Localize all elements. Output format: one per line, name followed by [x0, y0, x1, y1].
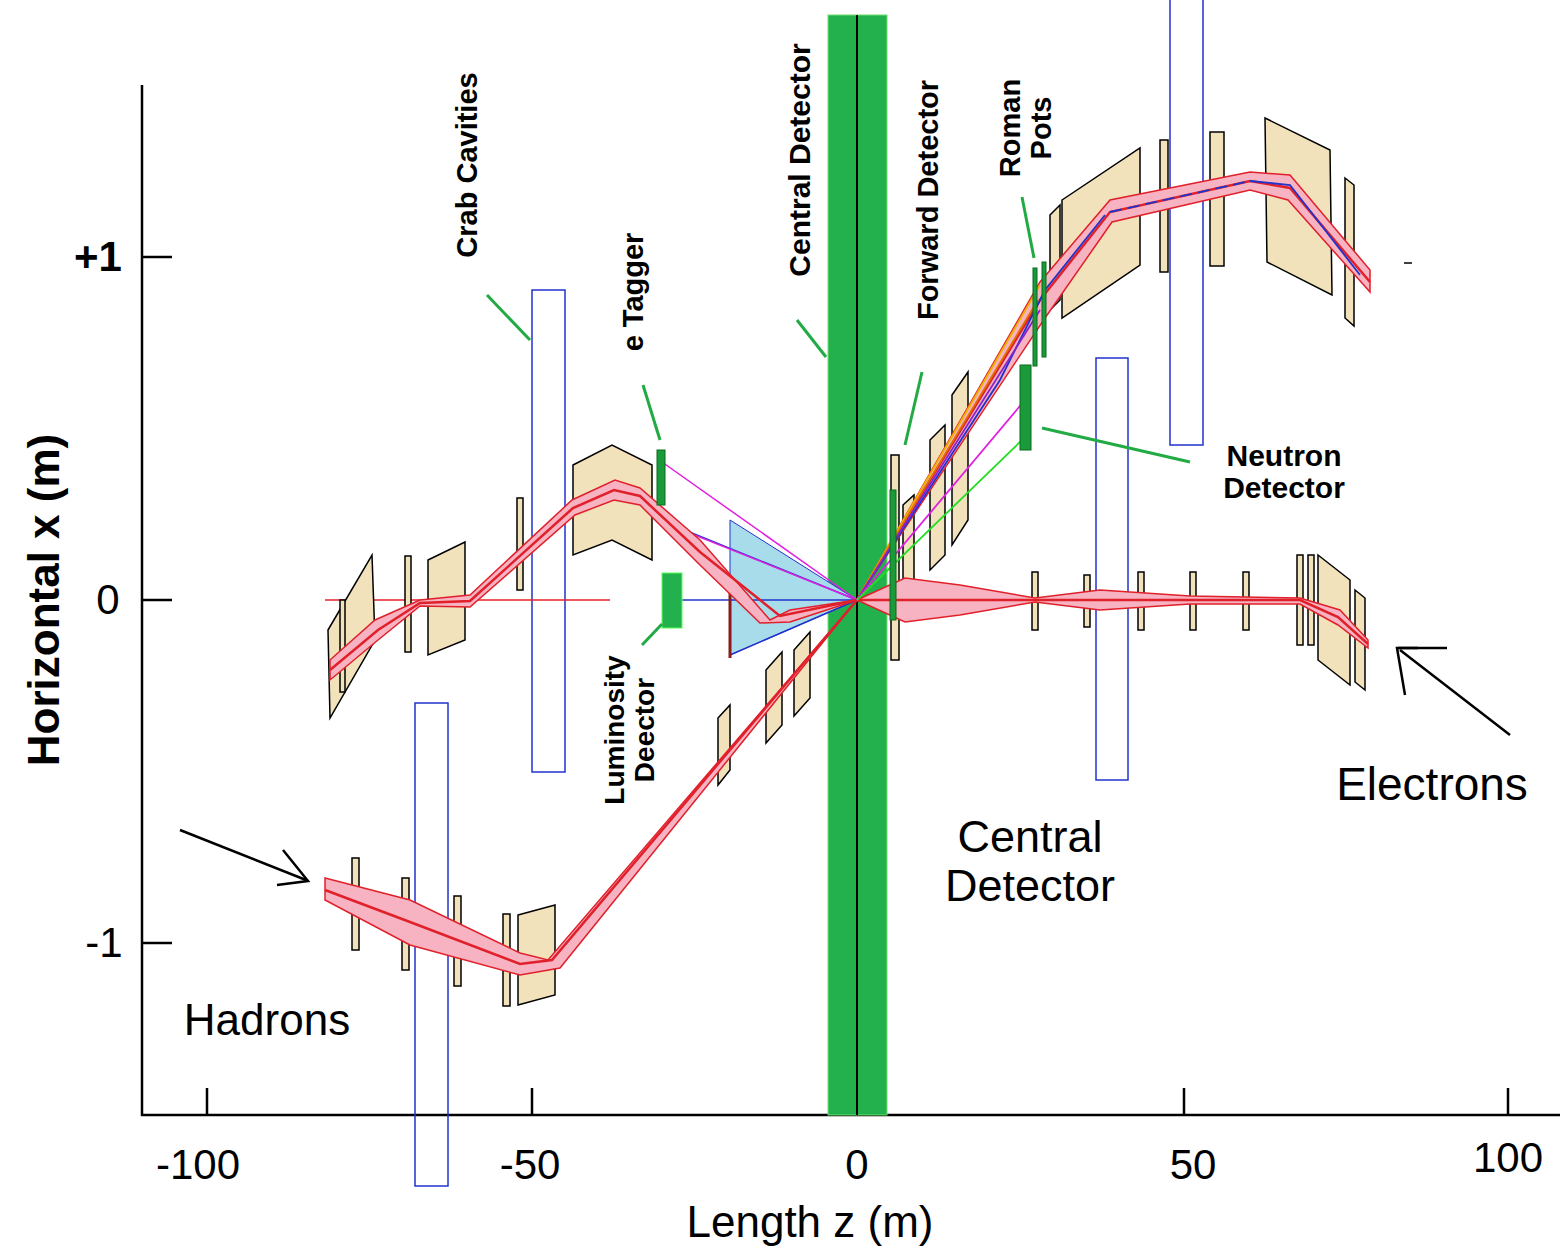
tick-label: -50: [500, 1142, 561, 1187]
tick-label: -1: [85, 920, 122, 965]
part-label: e Tagger: [618, 233, 649, 352]
beam-label: Hadrons: [184, 996, 350, 1044]
tick-label: -100: [156, 1142, 240, 1187]
part-label: Neutron Detector: [1209, 440, 1359, 505]
beam-label: Electrons: [1336, 760, 1528, 810]
part-label: Central Detector: [784, 43, 816, 276]
region-label: Central Detector: [900, 813, 1160, 910]
part-label: Forward Detector: [913, 80, 944, 320]
tick-label: 0: [845, 1142, 868, 1187]
tick-label: 50: [1170, 1142, 1217, 1187]
part-label: Crab Cavities: [452, 72, 483, 257]
tick-label: 0: [96, 577, 119, 622]
part-label: Luminosity Deector: [600, 655, 660, 805]
part-label: Roman Pots: [995, 73, 1058, 183]
tick-label: +1: [74, 234, 122, 279]
axis-title: Length z (m): [687, 1198, 934, 1246]
tick-label: 100: [1473, 1135, 1543, 1180]
axis-title: Horizontal x (m): [20, 434, 68, 766]
